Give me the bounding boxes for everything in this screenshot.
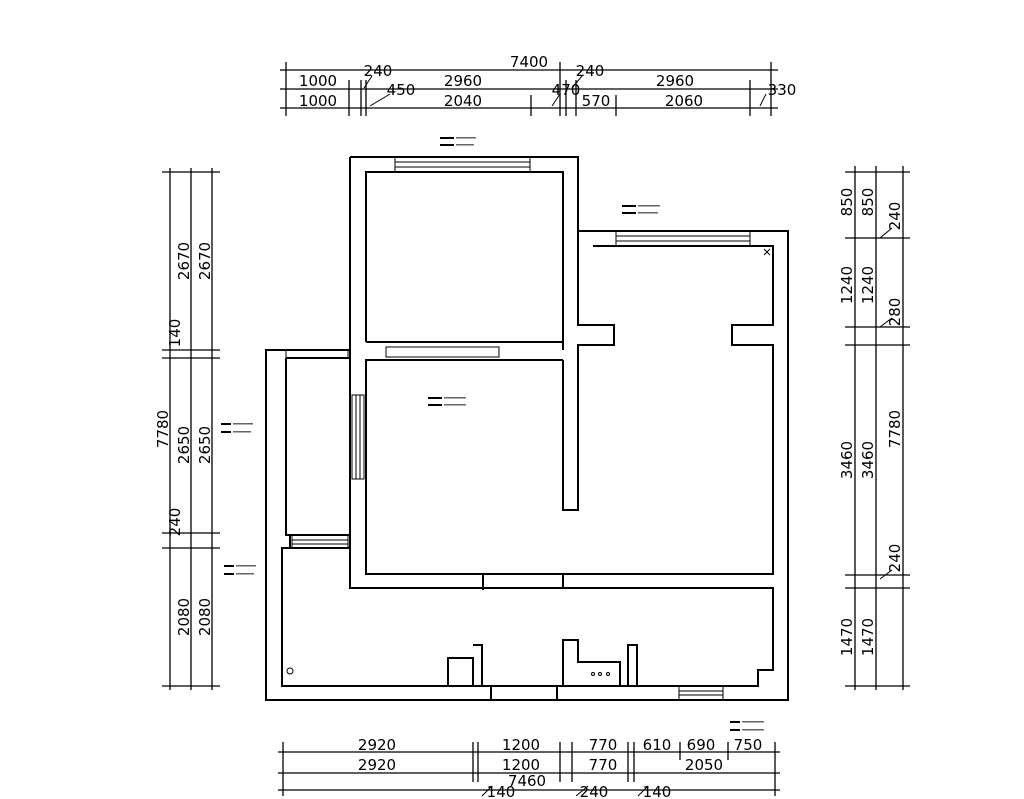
left-dimension-chain: 7780 2670 140 2650 240 2080 2670 2650 20…: [154, 168, 220, 690]
room-annotation-marks: [221, 137, 764, 731]
left-inner-label: 2650: [196, 426, 214, 464]
right-inner-label: 3460: [859, 441, 877, 479]
top-row2-label: 570: [582, 92, 611, 110]
right-inner-label: 850: [859, 188, 877, 217]
window: [291, 534, 349, 549]
top-row1-label: 1000: [299, 72, 337, 90]
right-inner-label: 1240: [859, 266, 877, 304]
right-overall-label: 7780: [886, 410, 904, 448]
bottom-row2-label: 2920: [358, 756, 396, 774]
bottom-row1-label: 1200: [502, 736, 540, 754]
left-overall-label: 7780: [154, 410, 172, 448]
window: [678, 685, 724, 701]
bottom-row1-label: 770: [589, 736, 618, 754]
right-outer-label: 850: [838, 188, 856, 217]
bottom-overall-label: 7460: [508, 772, 546, 790]
bottom-row2-label: 2050: [685, 756, 723, 774]
outer-wall: [265, 156, 789, 701]
windows: [285, 156, 751, 701]
left-outer-label: 2670: [175, 242, 193, 280]
top-row1-label: 240: [576, 62, 605, 80]
right-outer-label: 3460: [838, 441, 856, 479]
bottom-row3-label: 140: [643, 783, 672, 799]
bottom-row3-label: 240: [580, 783, 609, 799]
bottom-row1-label: 750: [734, 736, 763, 754]
east-room-wall: [365, 245, 774, 575]
burner-icon: [598, 672, 602, 676]
left-inner-label: 2080: [196, 598, 214, 636]
top-row1-label: 240: [364, 62, 393, 80]
left-outer-label: 240: [166, 508, 184, 537]
bottom-row1-label: 610: [643, 736, 672, 754]
top-row2-label: 470: [552, 81, 581, 99]
burner-icon: [606, 672, 610, 676]
bottom-row2-label: 770: [589, 756, 618, 774]
bottom-row3-label: 140: [487, 783, 516, 799]
partition-wall: [562, 231, 615, 511]
walls: [265, 156, 789, 701]
burner-icon: [591, 672, 595, 676]
right-outer-label: 1240: [838, 266, 856, 304]
top-row1-label: 2960: [656, 72, 694, 90]
window: [394, 156, 531, 173]
window: [615, 230, 751, 247]
bottom-row1-label: 690: [687, 736, 716, 754]
right-small-label: 240: [886, 202, 904, 231]
bottom-row1-label: 2920: [358, 736, 396, 754]
window: [285, 349, 349, 359]
drain-icon: [286, 667, 294, 675]
right-dimension-chain: 850 1240 3460 1470 850 1240 3460 1470 77…: [838, 166, 910, 690]
window: [385, 346, 500, 358]
top-row2-label: 2040: [444, 92, 482, 110]
right-outer-label: 1470: [838, 618, 856, 656]
bottom-row2-label: 1200: [502, 756, 540, 774]
fixtures: [286, 248, 771, 676]
top-row2-label: 2060: [665, 92, 703, 110]
top-overall-label: 7400: [510, 53, 548, 71]
top-row2-label: 1000: [299, 92, 337, 110]
window: [351, 394, 365, 480]
right-inner-label: 1470: [859, 618, 877, 656]
top-dimension-chain: 7400 1000 240 2960 240 2960 330 1000 450…: [280, 53, 796, 116]
right-small-label: 240: [886, 544, 904, 573]
top-row1-label: 2960: [444, 72, 482, 90]
top-row1-label: 330: [768, 81, 797, 99]
left-outer-label: 2080: [175, 598, 193, 636]
left-inner-label: 2670: [196, 242, 214, 280]
bottom-dimension-chain: 2920 1200 770 610 690 750 2920 1200 770 …: [278, 736, 780, 799]
north-room-wall: [365, 171, 564, 350]
right-small-label: 280: [886, 298, 904, 327]
top-row2-label: 450: [387, 81, 416, 99]
left-outer-label: 2650: [175, 426, 193, 464]
left-outer-label: 140: [166, 319, 184, 348]
